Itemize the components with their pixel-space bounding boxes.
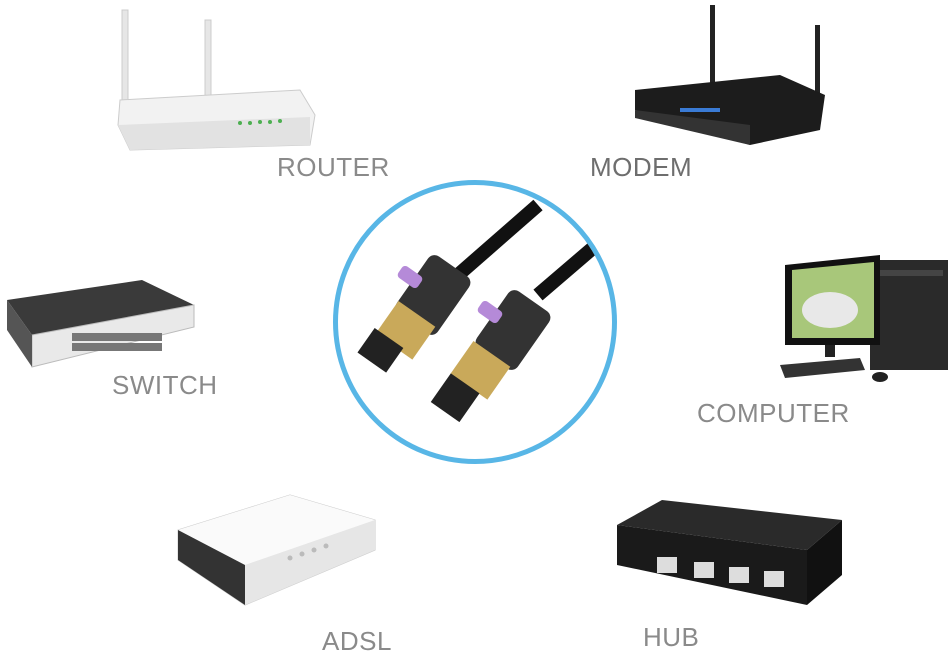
hub-label: HUB [643,622,700,652]
router-label: ROUTER [277,152,390,182]
modem-label: MODEM [590,152,693,182]
computer-image [780,255,948,382]
computer-label: COMPUTER [697,398,850,428]
adsl-image [177,494,376,606]
modem-image [635,5,825,145]
ethernet-cable-circle [333,180,617,464]
hub-image [617,500,842,605]
switch-image [7,280,195,368]
adsl-label: ADSL [322,626,392,656]
router-image [117,9,316,151]
ethernet-cable-image [357,199,612,423]
switch-label: SWITCH [112,370,218,400]
